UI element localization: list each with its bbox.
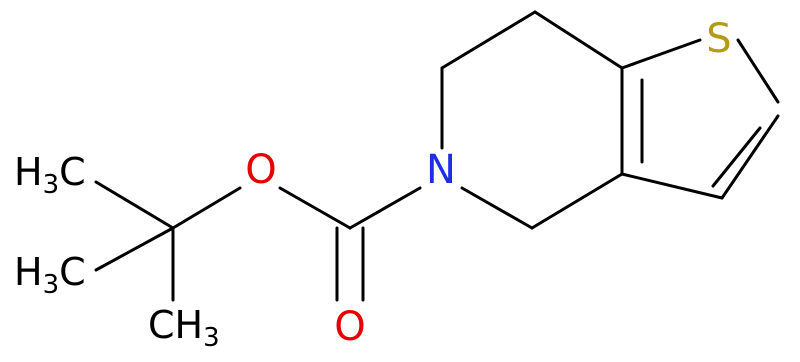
methyl-mid-sub: 3 — [43, 270, 60, 300]
methyl-top-c: C — [59, 150, 86, 194]
atom-sulfur: S — [706, 16, 731, 62]
bond-c4-c3a — [530, 172, 624, 230]
bond-c7-c6 — [440, 10, 537, 70]
bond-c7a-c7 — [533, 10, 624, 70]
bond-ccarbonyl-oester — [278, 186, 352, 230]
methyl-mid-label: H3C — [14, 250, 86, 300]
atom-carbonyl-oxygen: O — [334, 304, 365, 350]
bond-c2-c3-inner — [711, 126, 762, 188]
methyl-top-sub: 3 — [43, 170, 60, 200]
methyl-bottom-label: CH3 — [148, 303, 220, 353]
methyl-mid-c: C — [59, 250, 86, 294]
methyl-mid-h: H — [14, 250, 43, 294]
methyl-bottom-sub: 3 — [203, 323, 220, 353]
atom-ester-oxygen: O — [245, 147, 276, 193]
atom-label-layer: S N O O H3C H3C CH3 — [14, 16, 732, 353]
bond-cquat-ch3-top — [94, 180, 175, 230]
methyl-bottom-ch: CH — [148, 303, 203, 347]
atom-nitrogen: N — [426, 147, 456, 193]
bond-s-c2 — [736, 38, 780, 104]
bond-c2-c3 — [720, 114, 780, 200]
bond-layer — [94, 10, 780, 302]
bond-c7a-s — [620, 38, 702, 70]
bond-cquat-ch3-mid — [94, 226, 175, 272]
bond-n-c4 — [460, 186, 534, 230]
methyl-top-label: H3C — [14, 150, 86, 200]
methyl-top-h: H — [14, 150, 43, 194]
bond-oester-cquat — [171, 186, 242, 230]
bond-n-ccarbonyl — [348, 186, 422, 230]
bond-c3-c3a — [620, 172, 724, 200]
